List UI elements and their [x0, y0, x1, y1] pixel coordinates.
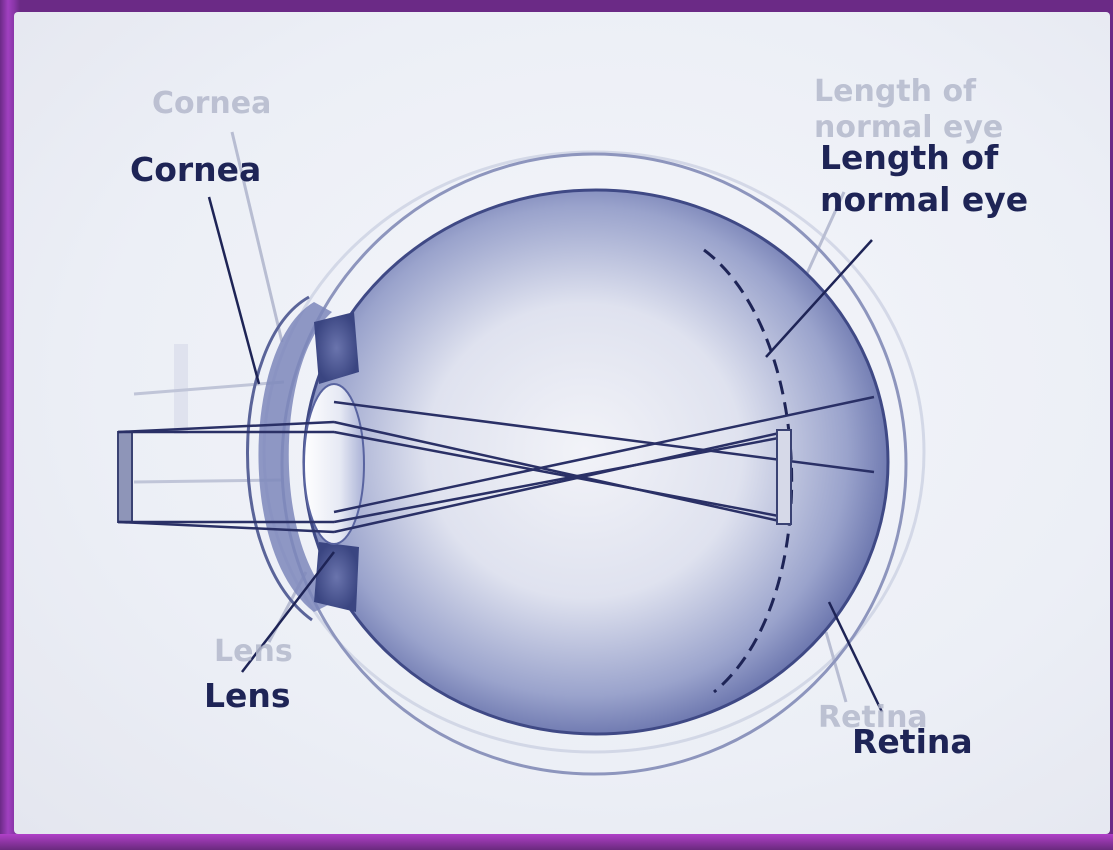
retina-image	[777, 430, 791, 524]
slide-bottom-border	[0, 834, 1113, 850]
ghost-cornea-label: Cornea	[152, 88, 271, 120]
cornea-pointer	[209, 197, 259, 384]
ghost-object-ray-top	[134, 382, 284, 394]
ghost-lens-label: Lens	[214, 636, 293, 668]
iris-bottom	[314, 542, 359, 612]
iris-top	[314, 312, 359, 384]
lens-label: Lens	[204, 678, 291, 714]
slide: Cornea Length of normal eye Lens Retina …	[14, 12, 1110, 834]
length-label-line1: Length of	[820, 140, 998, 176]
retina-label: Retina	[852, 724, 973, 760]
length-label-line2: normal eye	[820, 182, 1028, 218]
object-arrow	[118, 432, 132, 522]
ghost-length-label-1: Length of	[814, 76, 976, 108]
lens-shape	[304, 384, 364, 544]
cornea-label: Cornea	[130, 152, 261, 188]
